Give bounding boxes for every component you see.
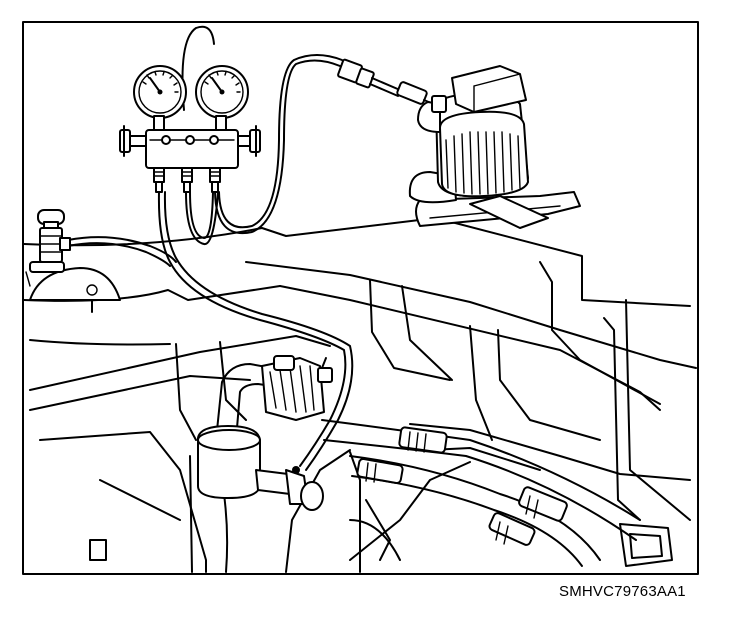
manifold-gauge-icon	[119, 25, 261, 193]
hose-ferrule	[356, 457, 404, 485]
vacuum-pump-icon	[408, 65, 581, 229]
service-port-icon	[197, 355, 325, 511]
refrigerant-lines	[321, 419, 641, 567]
figure-frame	[22, 21, 699, 575]
gauge-hoses	[67, 54, 354, 471]
hose-ferrule	[398, 426, 448, 454]
hose-ferrule	[488, 512, 536, 546]
tank-valve-icon	[25, 209, 121, 301]
hose-ferrule	[518, 486, 568, 522]
hose-coupler	[337, 58, 439, 107]
figure-code: SMHVC79763AA1	[559, 583, 686, 600]
engine-bay	[23, 217, 697, 573]
hose-clip	[317, 357, 333, 383]
